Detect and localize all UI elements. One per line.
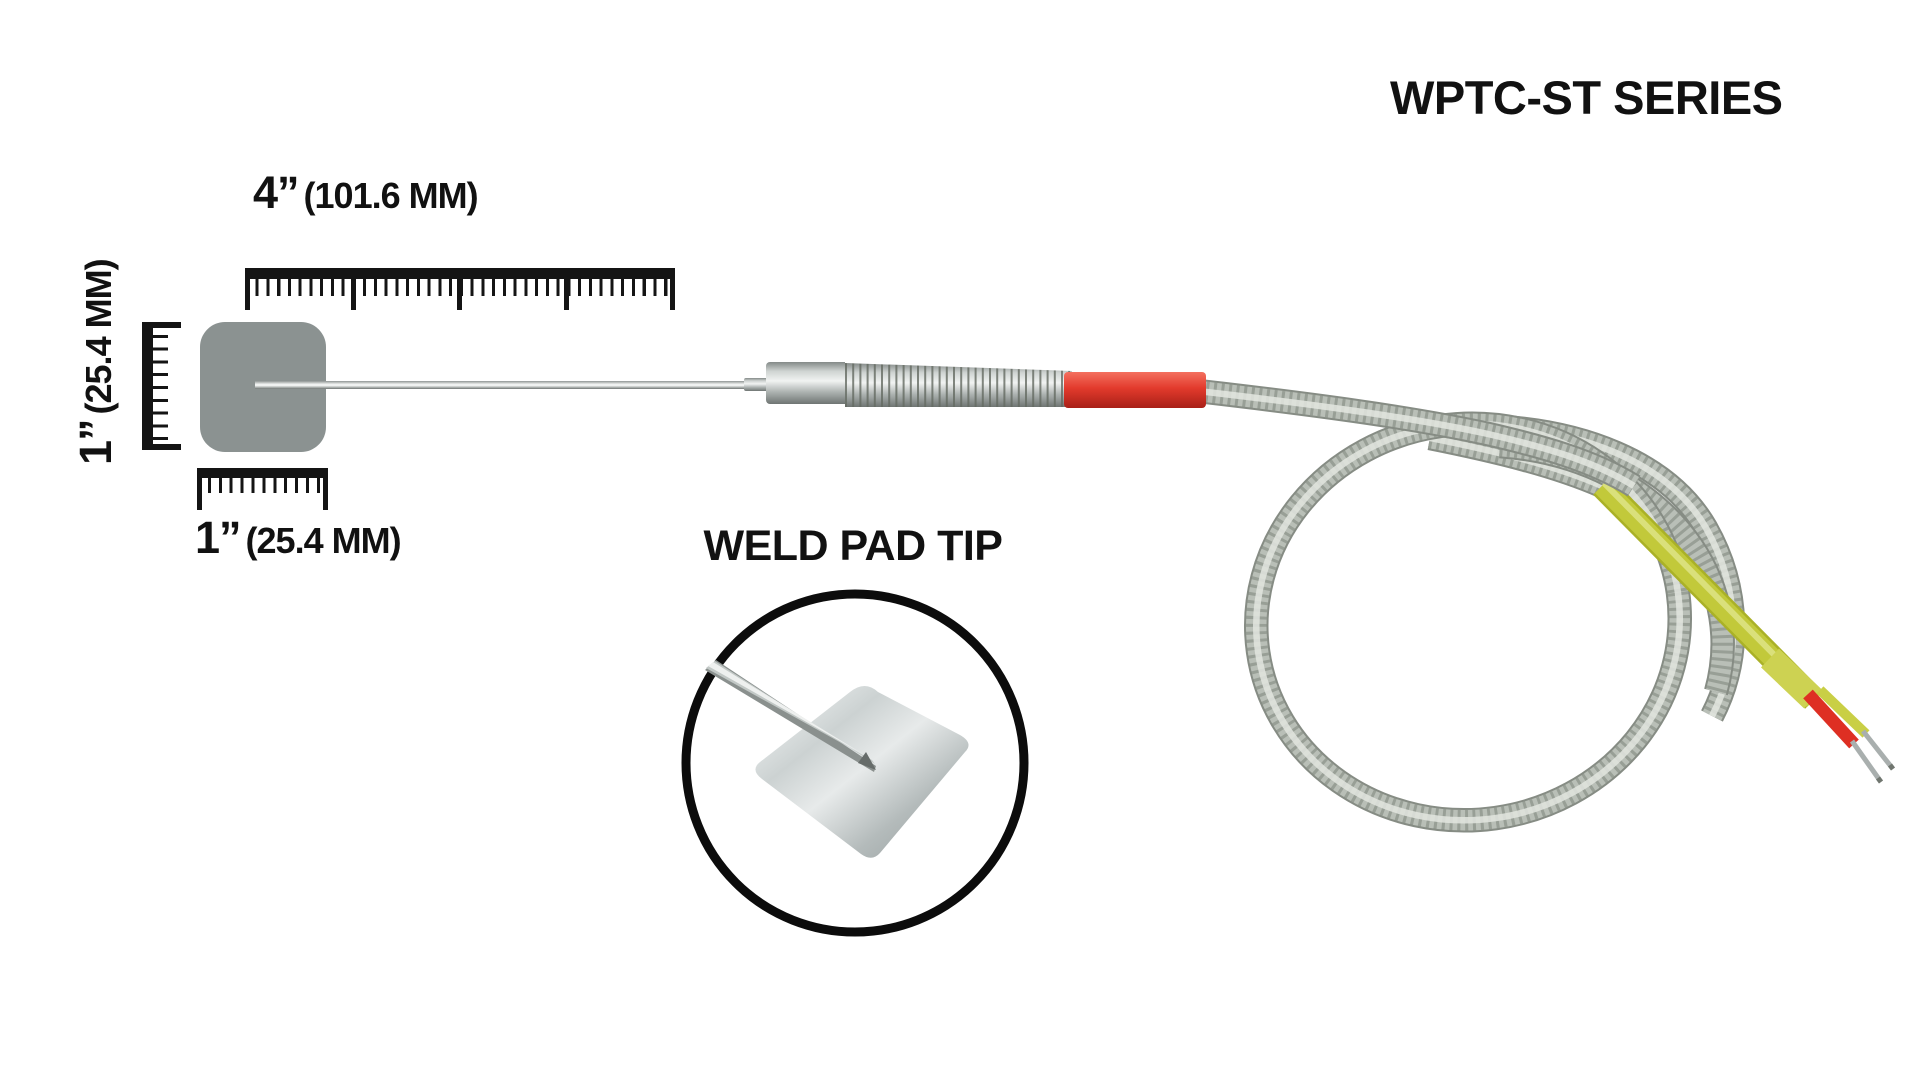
dimension-value: 4” <box>253 167 300 218</box>
bare-wire-tip <box>1849 739 1884 784</box>
wire-tip-end <box>1888 763 1895 771</box>
dimension-metric: (25.4 MM) <box>78 259 119 415</box>
dimension-value: 1” <box>195 512 242 563</box>
ruler-pad-width <box>197 468 328 510</box>
ruler-pad-height <box>142 322 182 450</box>
ruler-major-tick <box>670 268 675 310</box>
wire-tip-end <box>1876 776 1883 784</box>
red-wire <box>1803 689 1859 749</box>
dimension-pad-width: 1” (25.4 MM) <box>195 512 402 564</box>
ruler-major-tick <box>351 268 356 310</box>
ruler-major-tick <box>142 444 181 450</box>
ruler-probe-length <box>245 268 675 310</box>
inset-title: WELD PAD TIP <box>703 522 1003 570</box>
weld-pad-tip-inset <box>681 589 1029 937</box>
strain-relief-spring <box>845 356 1072 407</box>
dimension-metric: (25.4 MM) <box>245 520 402 561</box>
ruler-major-tick <box>457 268 462 310</box>
dimension-metric: (101.6 MM) <box>303 175 479 216</box>
inset-probe-tip <box>705 660 876 772</box>
ruler-bar <box>142 322 153 450</box>
ruler-bar <box>197 468 328 478</box>
ruler-major-tick <box>323 468 328 510</box>
ruler-small-ticks <box>197 478 328 493</box>
ruler-major-tick <box>197 468 202 510</box>
dimension-value: 1” <box>70 419 121 465</box>
yellow-wire <box>1816 686 1870 738</box>
ruler-small-ticks <box>153 322 168 450</box>
bare-wire-tip <box>1861 729 1895 771</box>
ruler-major-tick <box>142 322 181 328</box>
dimension-pad-height: 1” (25.4 MM) <box>70 259 122 465</box>
ruler-major-tick <box>564 268 569 310</box>
yellow-ferrule <box>1761 648 1822 709</box>
transition-fitting <box>766 362 850 404</box>
armored-cable-loop <box>1231 396 1734 847</box>
probe-sheath <box>255 378 771 391</box>
red-sleeve <box>1064 372 1206 408</box>
ruler-major-tick <box>245 268 250 310</box>
series-title: WPTC-ST SERIES <box>1390 71 1783 124</box>
dimension-probe-length: 4” (101.6 MM) <box>253 167 479 219</box>
lead-wires <box>1593 477 1895 784</box>
